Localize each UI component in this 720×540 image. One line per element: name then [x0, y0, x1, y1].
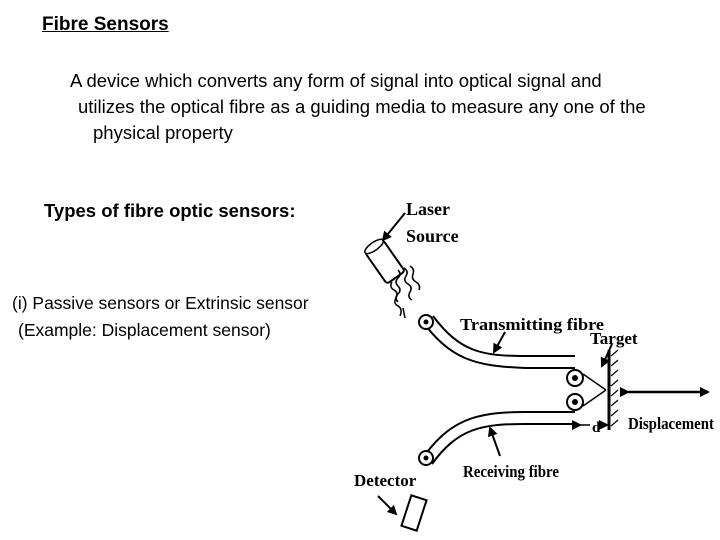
page-title: Fibre Sensors — [42, 14, 169, 35]
receiving-label-arrow — [487, 426, 501, 457]
target-label: Target — [590, 329, 638, 348]
types-heading: Types of fibre optic sensors: — [44, 200, 296, 221]
sensor-definition: A device which converts any form of sign… — [70, 68, 646, 146]
detector-label: Detector — [354, 471, 417, 490]
sensor-type-block: (i) Passive sensors or Extrinsic sensor … — [12, 290, 309, 344]
detector-label-arrow — [377, 495, 398, 516]
definition-line-1: A device which converts any form of sign… — [70, 70, 602, 91]
receiving-fibre-label: Receiving fibre — [463, 462, 559, 481]
definition-line-3: physical property — [93, 122, 233, 143]
target-label-arrow — [600, 343, 613, 368]
displacement-label: Displacement — [628, 414, 714, 433]
laser-label-line-1: Laser — [406, 199, 450, 219]
light-rays — [390, 265, 421, 319]
transmitting-fibre — [419, 315, 575, 369]
fibre-end-caps — [418, 314, 584, 466]
reflected-rays — [582, 373, 607, 407]
laser-label-arrow — [381, 212, 406, 242]
definition-line-2: utilizes the optical fibre as a guiding … — [78, 96, 646, 117]
detector-icon — [400, 494, 428, 532]
target-surface — [607, 349, 619, 430]
distance-label: d — [592, 420, 601, 436]
laser-label-line-2: Source — [406, 226, 459, 246]
transmitting-fibre-label: Transmitting fibre — [460, 315, 604, 334]
transmitting-label-arrow — [493, 331, 506, 354]
sensor-type-example: (Example: Displacement sensor) — [18, 320, 271, 340]
receiving-fibre — [419, 411, 575, 465]
laser-source-icon — [364, 238, 405, 284]
sensor-type-line-1: (i) Passive sensors or Extrinsic sensor — [12, 293, 309, 313]
